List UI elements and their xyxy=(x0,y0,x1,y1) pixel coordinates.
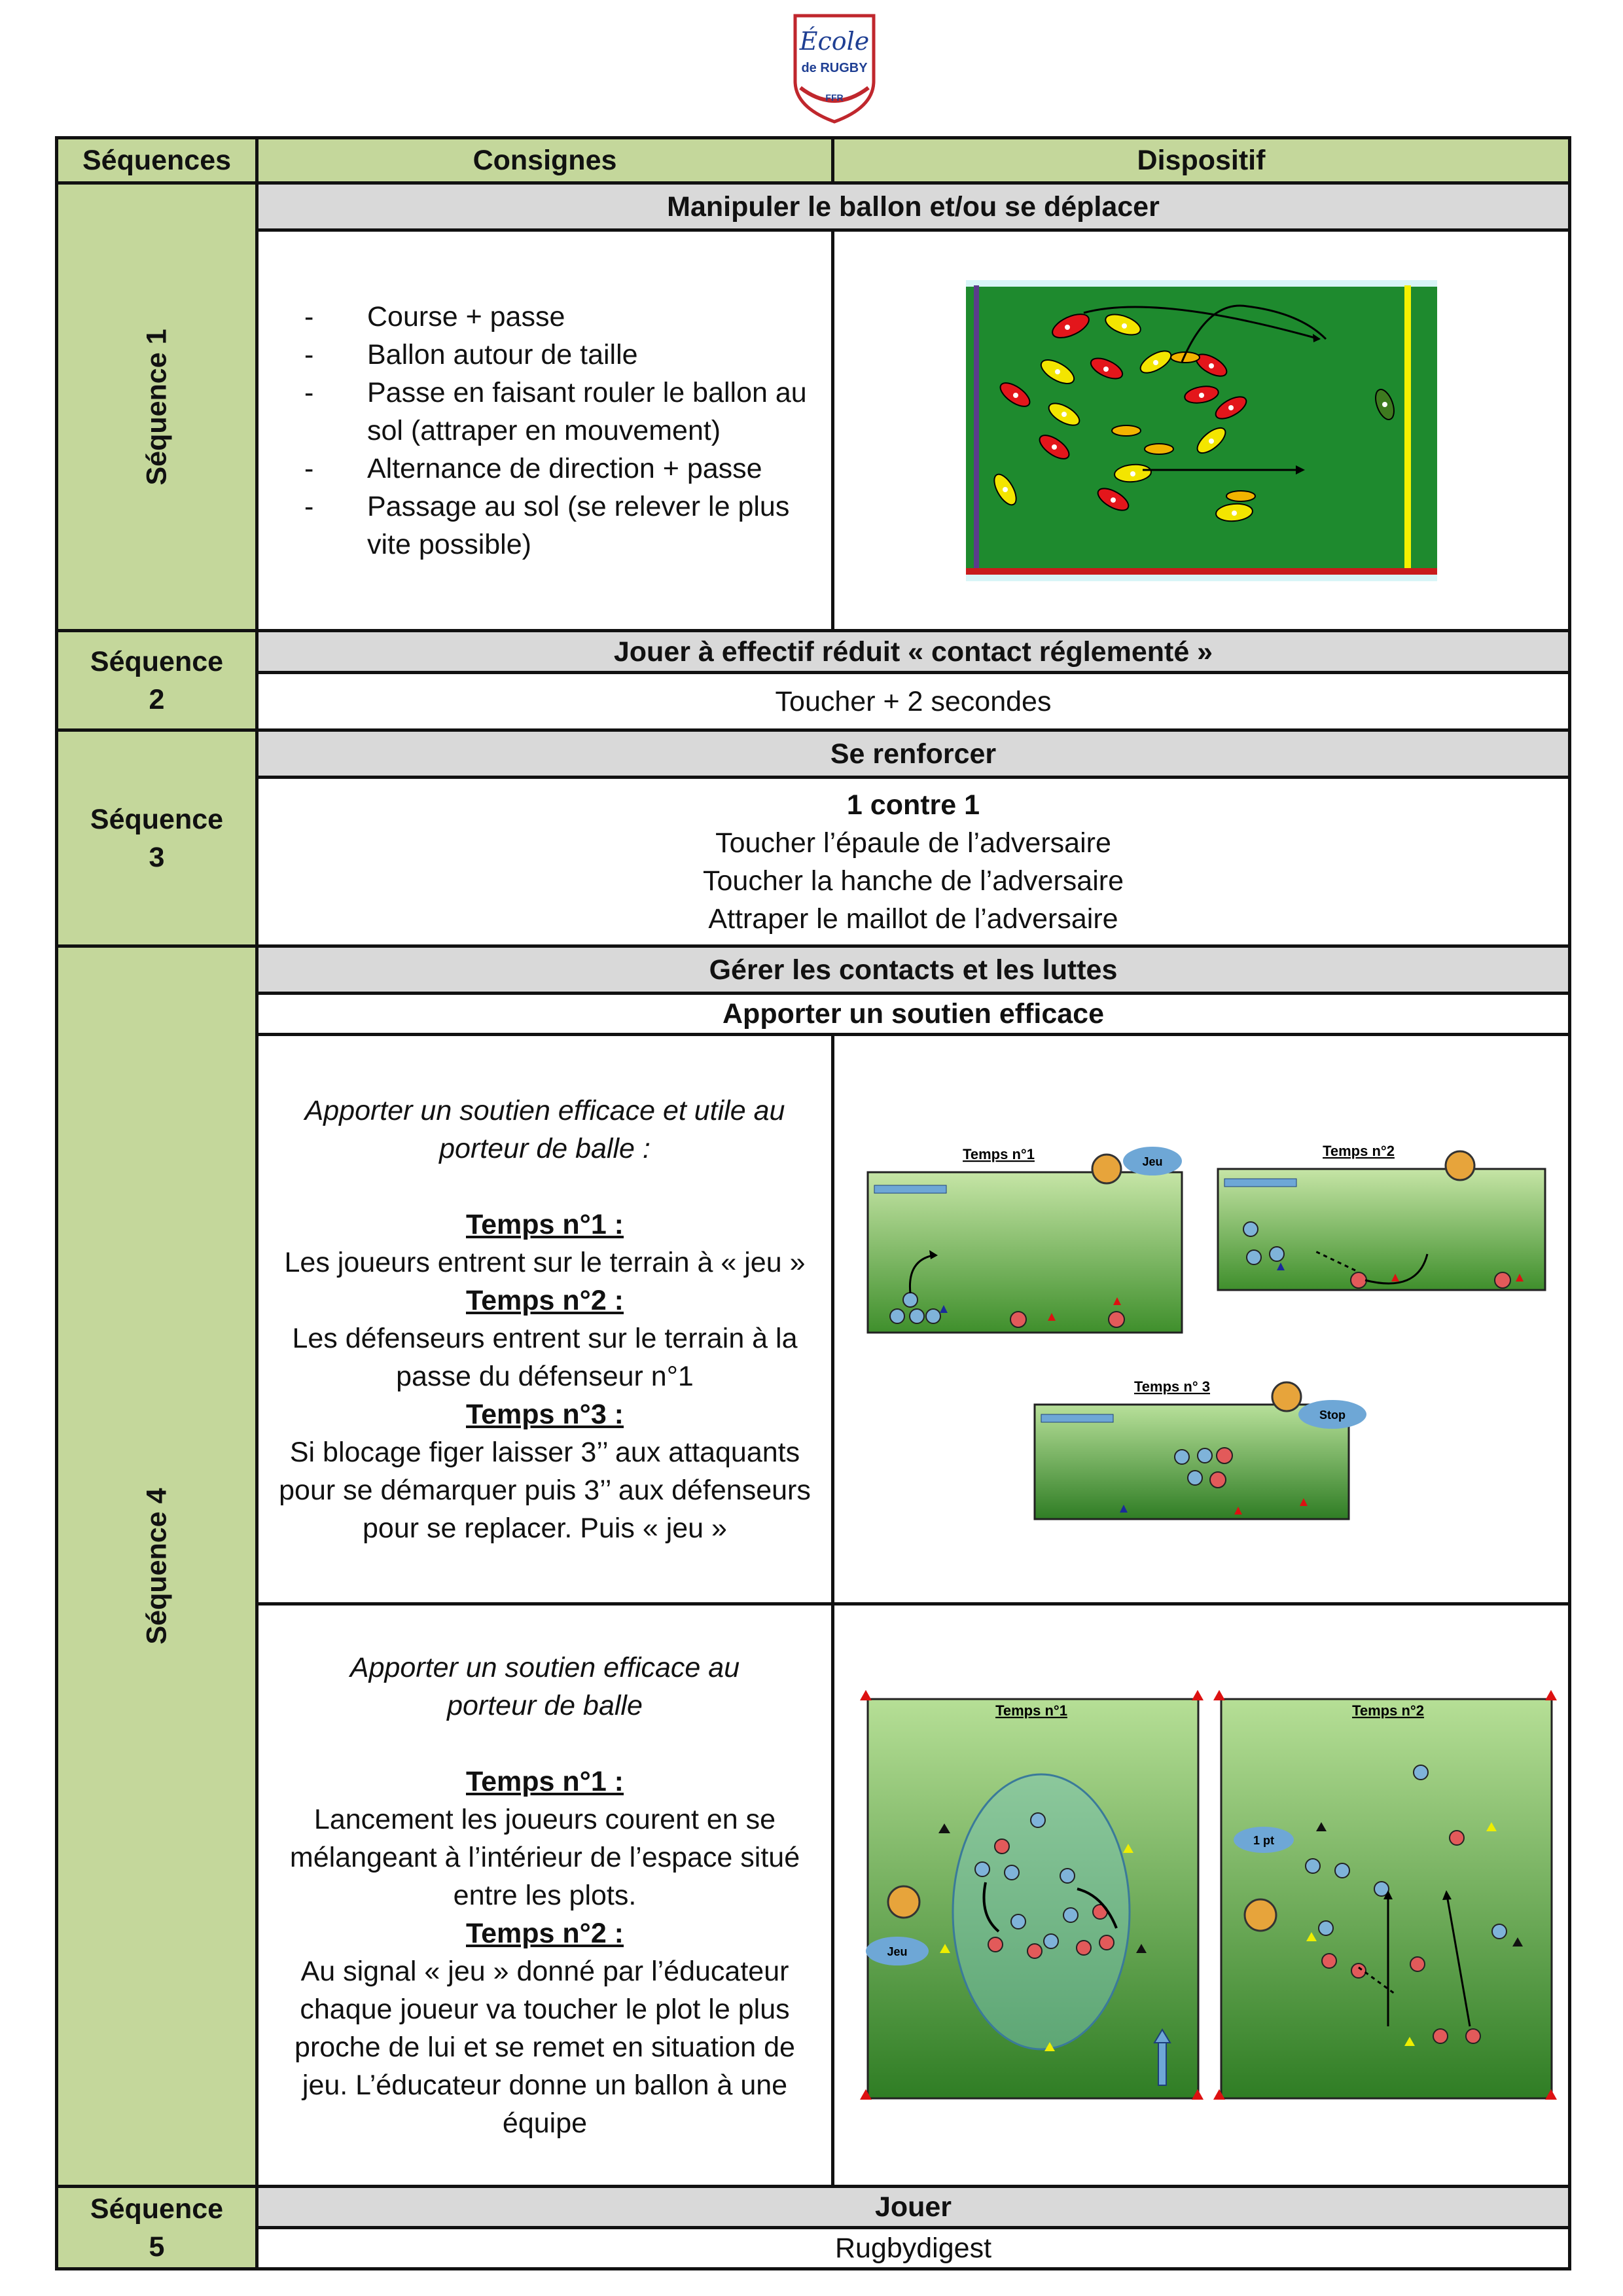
seq3-content: 1 contre 1 Toucher l’épaule de l’adversa… xyxy=(255,776,1571,948)
seq3-line: Toucher la hanche de l’adversaire xyxy=(702,865,1124,897)
seq5-label-b: 5 xyxy=(149,2231,165,2263)
logo-line3: FFR xyxy=(825,92,843,103)
seq4-block1-diagram: Temps n°1 Jeu Temps n°2 xyxy=(866,1143,1546,1520)
seq4-block1-t3: Temps n°3 : xyxy=(466,1398,624,1430)
seq3-bold-line: 1 contre 1 xyxy=(846,789,980,821)
fig2-pt-bubble: 1 pt xyxy=(1253,1834,1274,1847)
seq1-consignes: Course + passe Ballon autour de taille P… xyxy=(255,228,834,632)
seq1-pitch-diagram xyxy=(965,279,1437,581)
fig2-jeu-bubble: Jeu xyxy=(887,1945,907,1958)
fig2-t2-title: Temps n°2 xyxy=(1352,1702,1424,1719)
seq1-label: Séquence 1 xyxy=(141,329,173,485)
seq2-text: Toucher + 2 secondes xyxy=(255,671,1571,732)
seq5-text: Rugbydigest xyxy=(255,2226,1571,2270)
seq4-title1: Gérer les contacts et les luttes xyxy=(255,944,1571,995)
seq3-label-cell: Séquence 3 xyxy=(55,728,259,948)
seq5-label-a: Séquence xyxy=(90,2193,224,2225)
seq3-title: Se renforcer xyxy=(255,728,1571,779)
list-item: Passe en faisant rouler le ballon au sol… xyxy=(304,374,812,450)
seq4-title2: Apporter un soutien efficace xyxy=(255,992,1571,1036)
seq5-title: Jouer xyxy=(255,2185,1571,2229)
list-item: Course + passe xyxy=(304,298,812,336)
seq2-label-b: 2 xyxy=(149,683,165,715)
training-sheet-table: Séquences Consignes Dispositif Séquence … xyxy=(55,136,1571,2270)
seq1-label-cell: Séquence 1 xyxy=(55,181,259,632)
seq1-title: Manipuler le ballon et/ou se déplacer xyxy=(255,181,1571,232)
fig2-t1-title: Temps n°1 xyxy=(995,1702,1067,1719)
list-item: Ballon autour de taille xyxy=(304,336,812,374)
seq3-label-b: 3 xyxy=(149,841,165,873)
seq2-title: Jouer à effectif réduit « contact réglem… xyxy=(255,629,1571,674)
seq4-label: Séquence 4 xyxy=(141,1488,173,1645)
seq4-block1-dispositif: Temps n°1 Jeu Temps n°2 xyxy=(831,1033,1571,1605)
header-dispositif: Dispositif xyxy=(831,136,1571,185)
fig1-t2-title: Temps n°2 xyxy=(1323,1143,1395,1159)
seq1-dispositif xyxy=(831,228,1571,632)
logo-line1: École xyxy=(799,27,870,56)
fig1-t1-title: Temps n°1 xyxy=(963,1146,1035,1162)
seq5-label-cell: Séquence 5 xyxy=(55,2185,259,2270)
seq4-block2-t2-text: Au signal « jeu » donné par l’éducateur … xyxy=(294,1955,795,2139)
header-sequences: Séquences xyxy=(55,136,259,185)
seq4-block2-consignes: Apporter un soutien efficace au porteur … xyxy=(255,1602,834,2188)
logo-line2: de RUGBY xyxy=(801,61,868,75)
seq4-block2-diagram: Temps n°1 xyxy=(859,1689,1557,2100)
fig1-t3-title: Temps n° 3 xyxy=(1134,1378,1210,1395)
seq4-block2-dispositif: Temps n°1 xyxy=(831,1602,1571,2188)
seq4-block2-t1: Temps n°1 : xyxy=(466,1765,624,1797)
seq4-block2-t1-text: Lancement les joueurs courent en se méla… xyxy=(289,1803,800,1911)
seq4-block1-t2-text: Les défenseurs entrent sur le terrain à … xyxy=(292,1322,798,1392)
seq4-block1-t2: Temps n°2 : xyxy=(466,1284,624,1316)
seq3-label-a: Séquence xyxy=(90,803,224,835)
seq2-label-a: Séquence xyxy=(90,645,224,677)
seq3-line: Attraper le maillot de l’adversaire xyxy=(708,903,1118,935)
seq4-block1-t1: Temps n°1 : xyxy=(466,1208,624,1240)
seq3-line: Toucher l’épaule de l’adversaire xyxy=(715,827,1111,859)
seq4-block1-t3-text: Si blocage figer laisser 3’’ aux attaqua… xyxy=(279,1436,811,1544)
seq4-block2-t2: Temps n°2 : xyxy=(466,1917,624,1949)
seq2-label-cell: Séquence 2 xyxy=(55,629,259,732)
seq4-label-cell: Séquence 4 xyxy=(55,944,259,2188)
seq4-block1-t1-text: Les joueurs entrent sur le terrain à « j… xyxy=(284,1246,806,1278)
fig1-stop-bubble: Stop xyxy=(1319,1408,1346,1422)
list-item: Alternance de direction + passe xyxy=(304,450,812,488)
list-item: Passage au sol (se relever le plus vite … xyxy=(304,488,812,564)
header-consignes: Consignes xyxy=(255,136,834,185)
seq4-block1-consignes: Apporter un soutien efficace et utile au… xyxy=(255,1033,834,1605)
fig1-jeu-bubble: Jeu xyxy=(1142,1155,1162,1168)
ecole-de-rugby-logo: École de RUGBY FFR xyxy=(793,14,876,124)
seq4-block2-intro: Apporter un soutien efficace au porteur … xyxy=(349,1651,740,1721)
seq1-list: Course + passe Ballon autour de taille P… xyxy=(259,298,831,564)
seq4-block1-intro: Apporter un soutien efficace et utile au… xyxy=(304,1094,785,1164)
